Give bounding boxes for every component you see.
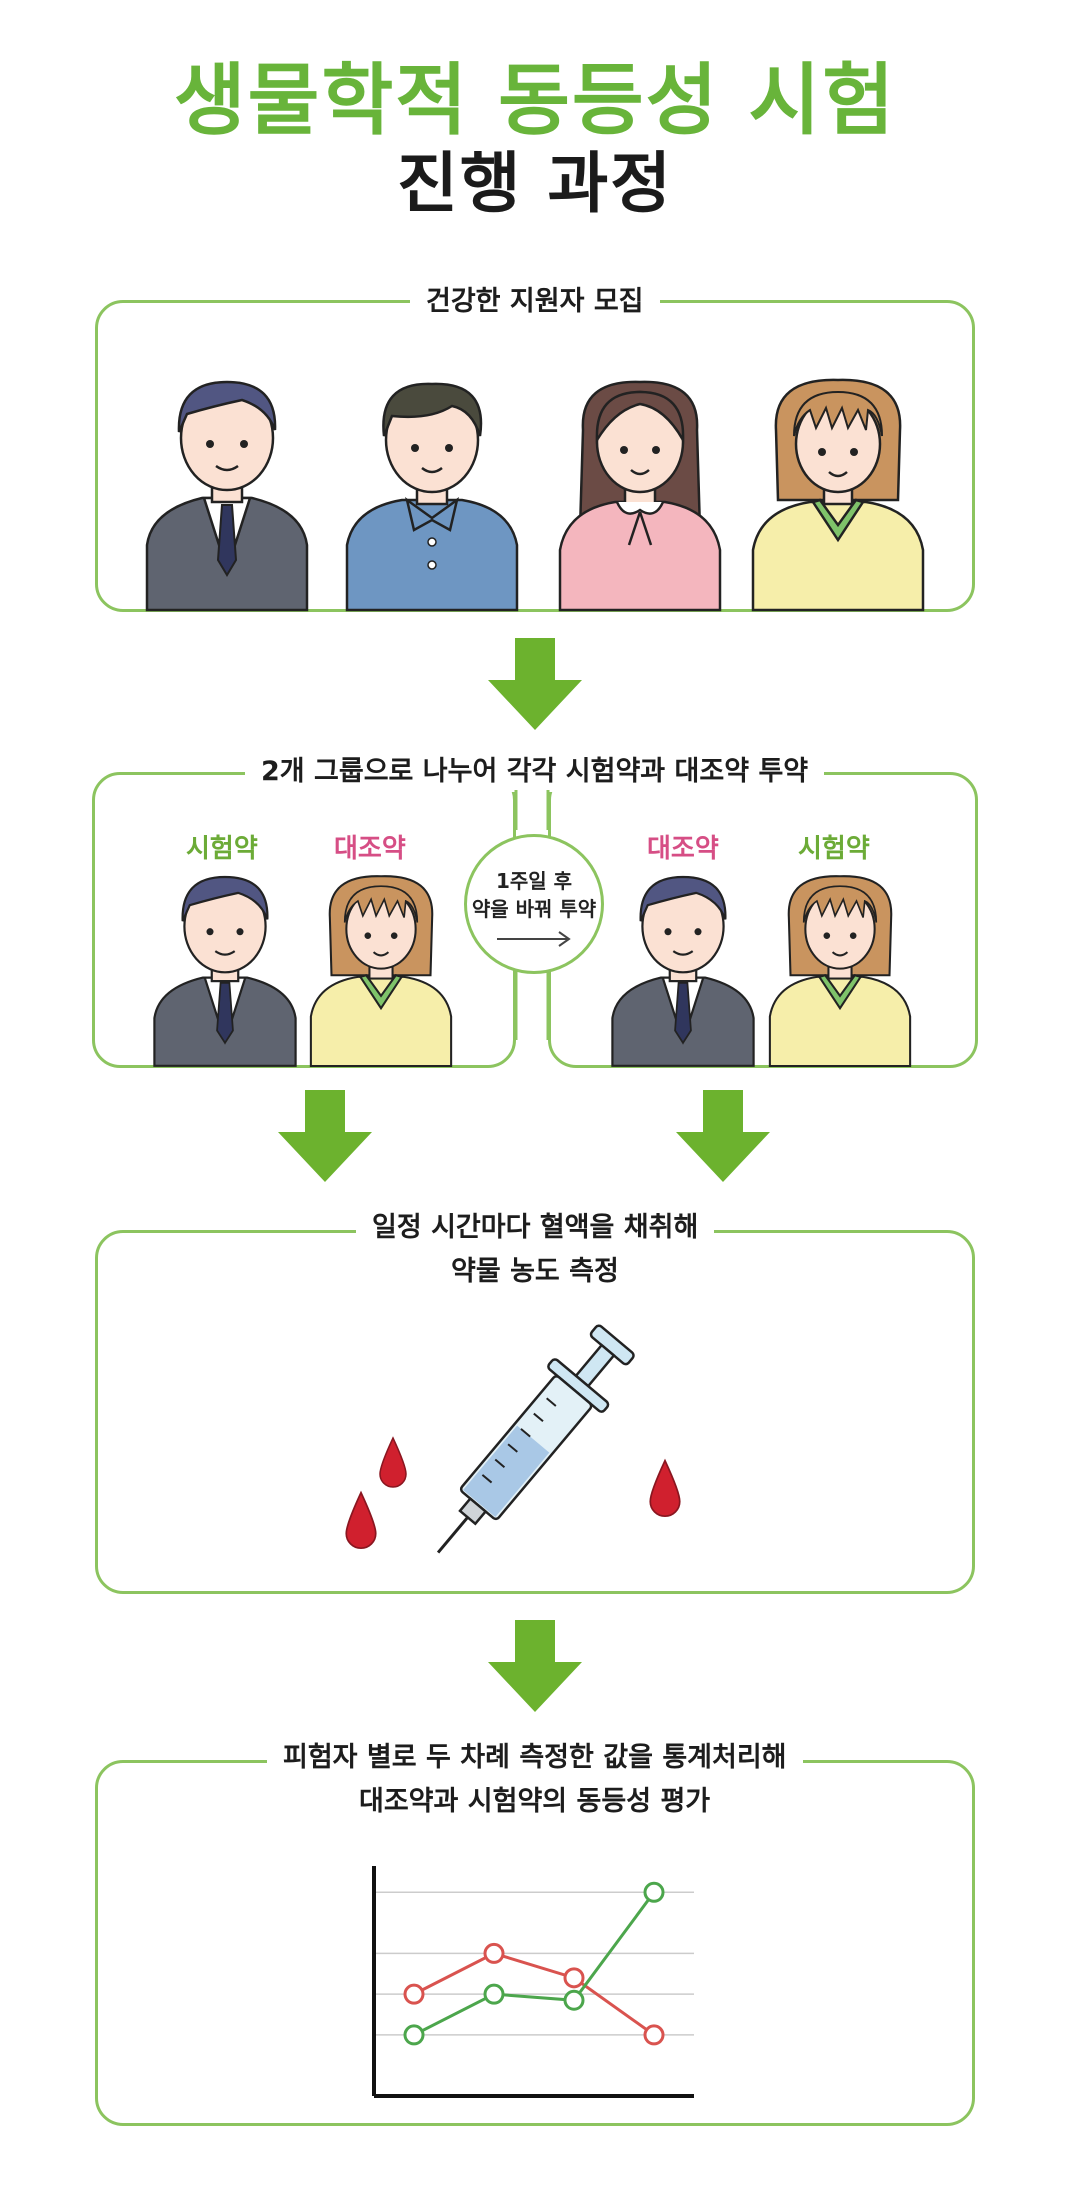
series-1-point (643, 2024, 665, 2046)
right-arrow-icon (497, 931, 571, 947)
group2-man-figure (611, 875, 755, 1067)
person-woman-yellow-figure (751, 378, 925, 612)
page-subtitle: 진행 과정 (397, 145, 673, 222)
group1-woman-figure (309, 875, 453, 1068)
syringe-icon (436, 1324, 635, 1554)
step3-title-line2: 약물 농도 측정 (435, 1252, 635, 1292)
right-control-drug-label: 대조약 (647, 834, 719, 864)
swap-connector-lines (514, 790, 550, 1040)
series-1-point (403, 1983, 425, 2005)
step3-title-line1: 일정 시간마다 혈액을 채취해 (356, 1208, 715, 1248)
swap-circle: 1주일 후 약을 바꿔 투약 (464, 834, 604, 974)
comparison-line-chart (372, 1866, 694, 2098)
series-2-line (413, 1891, 656, 2037)
down-arrow-icon (488, 638, 582, 730)
step2-title: 2개 그룹으로 나누어 각각 시험약과 대조약 투약 (245, 752, 825, 792)
group1-man-figure (153, 875, 297, 1067)
step4-title-line2: 대조약과 시험약의 동등성 평가 (343, 1782, 727, 1822)
series-2-point (563, 1989, 585, 2011)
down-arrow-right-icon (676, 1090, 770, 1182)
series-2-point (403, 2024, 425, 2046)
step1-title: 건강한 지원자 모집 (410, 282, 660, 322)
left-control-drug-label: 대조약 (334, 834, 406, 864)
series-2-point (643, 1881, 665, 1903)
blood-drop-icon (649, 1458, 681, 1517)
group2-woman-figure (768, 875, 912, 1068)
page-title: 생물학적 동등성 시험 (173, 56, 897, 146)
blood-drop-icon (379, 1436, 407, 1488)
person-man-shirt-figure (345, 382, 519, 612)
series-1-line (413, 1951, 655, 2037)
down-arrow-icon (488, 1620, 582, 1712)
series-2-point (483, 1983, 505, 2005)
blood-drop-icon (345, 1490, 377, 1549)
series-1-point (563, 1967, 585, 1989)
series-1-point (483, 1942, 505, 1964)
down-arrow-left-icon (278, 1090, 372, 1182)
swap-text-line1: 1주일 후 (495, 869, 573, 893)
person-man-suit-figure (145, 380, 309, 612)
swap-text-line2: 약을 바꿔 투약 (471, 897, 597, 921)
right-test-drug-label: 시험약 (798, 834, 870, 864)
step4-title-line1: 피험자 별로 두 차례 측정한 값을 통계처리해 (267, 1738, 803, 1778)
left-test-drug-label: 시험약 (186, 834, 258, 864)
person-woman-pink-figure (558, 380, 722, 612)
